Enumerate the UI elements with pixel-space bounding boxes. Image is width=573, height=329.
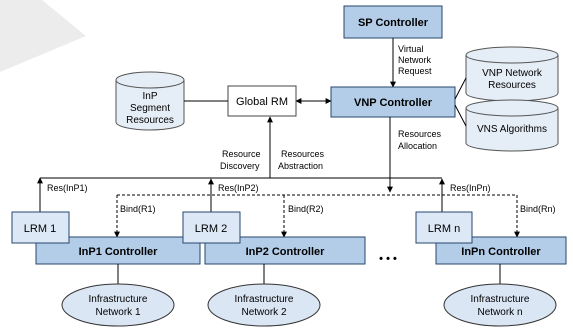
inpn-controller-label: InPn Controller [461,246,541,258]
vnp-to-vns-algorithms-link [454,104,467,127]
resources-allocation-label-2: Allocation [398,141,437,151]
infra-network-1-label-2: Network 1 [95,307,140,318]
lrmn-label: LRM n [428,223,460,235]
vnp-network-resources-label-2: Resources [488,80,536,91]
vnp-controller-label: VNP Controller [354,97,433,109]
resources-allocation-label-1: Resources [398,129,442,139]
res-inpn-label: Res(InPn) [450,183,491,193]
bind-r2-label: Bind(R2) [288,204,324,214]
vnp-to-network-resources-link [454,77,467,100]
infra-network-2-label-1: Infrastructure [235,294,294,305]
inp-segment-resources-label-2: Segment [130,103,170,114]
resources-abstraction-label-2: Abstraction [278,161,323,171]
bind-r1-label: Bind(R1) [120,204,156,214]
resource-discovery-label-1: Resource [222,149,261,159]
bind-rn-label: Bind(Rn) [520,204,556,214]
vns-algorithms-label: VNS Algorithms [477,124,547,135]
watermark-logo [0,0,86,72]
res-inp2-label: Res(InP2) [218,183,259,193]
virtual-network-request-label-1: Virtual [398,44,423,54]
sp-controller-label: SP Controller [358,17,429,29]
infra-network-1-label-1: Infrastructure [89,294,148,305]
lrmn-box: LRM n [415,211,473,244]
infra-network-2: Infrastructure Network 2 [207,283,321,327]
inp-segment-resources-label-1: InP [142,91,157,102]
lrm1-box: LRM 1 [11,211,70,244]
res-inp1-label: Res(InP1) [47,183,88,193]
inp1-controller-label: InP1 Controller [79,246,159,258]
infra-network-n-label-2: Network n [477,307,522,318]
infra-network-n-label-1: Infrastructure [471,294,530,305]
vns-algorithms-db: VNS Algorithms [465,99,559,152]
lrm1-label: LRM 1 [24,223,56,235]
resources-abstraction-label-1: Resources [281,149,325,159]
global-rm-label: Global RM [236,96,288,108]
inp2-controller-label: InP2 Controller [246,246,326,258]
global-rm-box: Global RM [227,85,297,117]
virtual-network-request-label-3: Request [398,66,432,76]
lrm2-label: LRM 2 [195,223,227,235]
infra-network-1: Infrastructure Network 1 [61,283,175,327]
more-inp-ellipsis: • • • [379,253,397,265]
vnp-network-resources-label-1: VNP Network [482,68,543,79]
vnp-network-resources-db: VNP Network Resources [465,46,559,102]
infra-network-n: Infrastructure Network n [443,283,557,327]
lrm2-box: LRM 2 [182,211,241,244]
vnp-controller-box: VNP Controller [330,86,456,118]
sp-controller-box: SP Controller [343,5,443,39]
resource-discovery-label-2: Discovery [220,161,260,171]
inp-segment-resources-label-3: Resources [126,115,174,126]
infra-network-2-label-2: Network 2 [241,307,286,318]
inp1-controller-box: InP1 Controller [35,236,201,265]
virtual-network-request-label-2: Network [398,55,432,65]
inp-segment-resources-db: InP Segment Resources [115,71,185,131]
